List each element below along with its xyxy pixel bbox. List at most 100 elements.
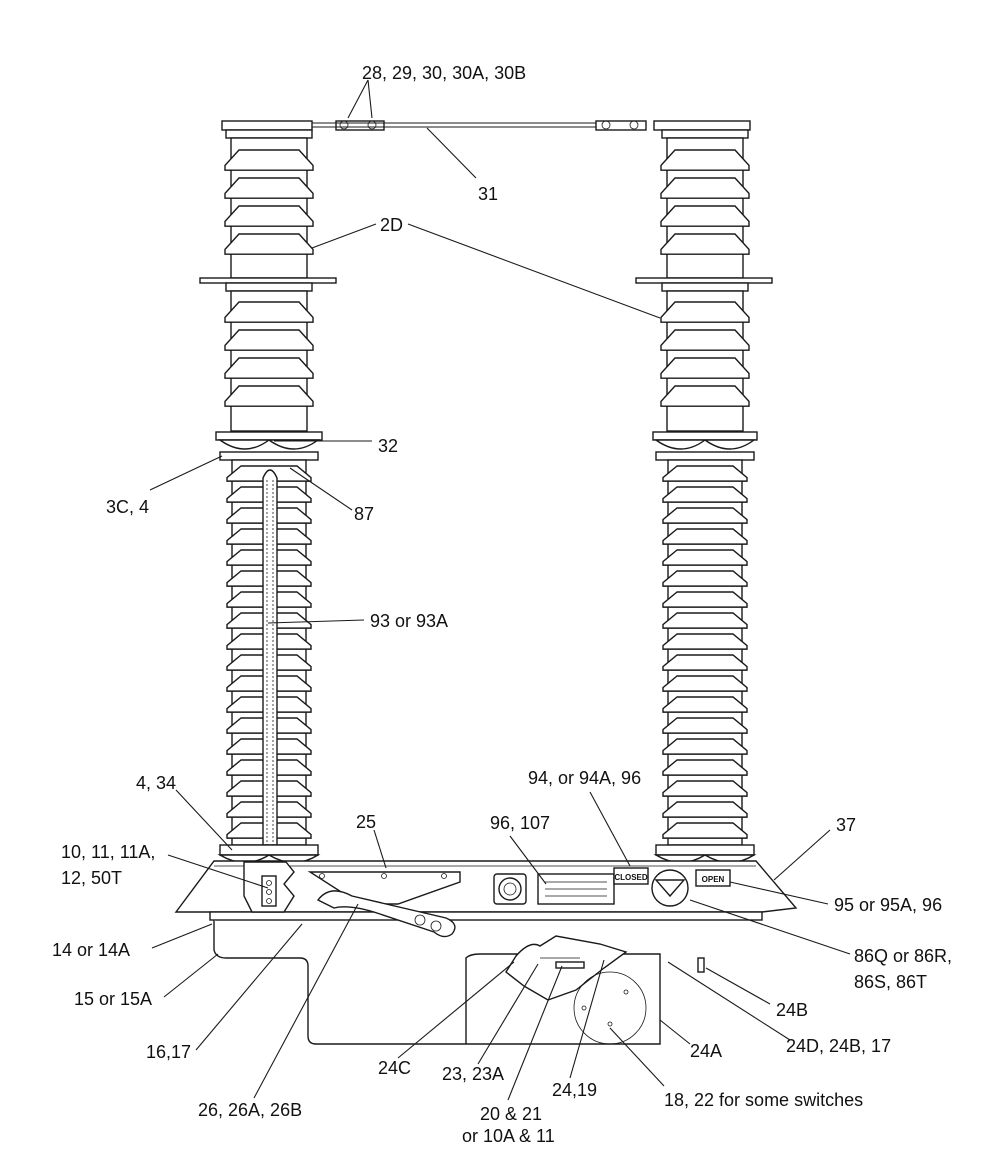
callout-16-17: 16,17 <box>146 1042 191 1062</box>
leader-28-b <box>367 79 373 119</box>
drive-linkage <box>307 871 461 938</box>
leader-24d <box>667 961 791 1041</box>
insulator-shed <box>662 570 748 587</box>
callout-86-line1: 86Q or 86R, <box>854 946 952 966</box>
insulator-shed <box>224 177 314 199</box>
insulator-shed <box>660 301 750 323</box>
callout-32: 32 <box>378 436 398 456</box>
insulator-shed <box>662 822 748 839</box>
insulator-shed <box>660 233 750 255</box>
operator-housing <box>505 935 705 1045</box>
leader-31 <box>426 127 477 179</box>
leader-14 <box>151 923 213 949</box>
insulator-shed <box>660 205 750 227</box>
leader-24a <box>659 1019 691 1045</box>
callout-96-107: 96, 107 <box>490 813 550 833</box>
leader-2d-b <box>407 223 661 319</box>
leader-2d-a <box>311 223 377 249</box>
insulator-shed <box>662 528 748 545</box>
leader-25 <box>373 829 387 869</box>
leader-18 <box>609 1027 665 1087</box>
leader-15 <box>163 953 219 998</box>
callout-86-line2: 86S, 86T <box>854 972 927 992</box>
callout-24b: 24B <box>776 1000 808 1020</box>
insulator-shed <box>224 205 314 227</box>
callout-10-line1: 10, 11, 11A, <box>61 842 155 862</box>
callout-26: 26, 26A, 26B <box>198 1100 302 1120</box>
callout-labels: 28, 29, 30, 30A, 30B 31 2D 32 3C, 4 87 9… <box>52 63 952 1146</box>
leader-95 <box>729 881 829 905</box>
callout-37: 37 <box>836 815 856 835</box>
leader-26 <box>253 903 359 1099</box>
callout-95: 95 or 95A, 96 <box>834 895 942 915</box>
insulator-shed <box>662 654 748 671</box>
leader-3c <box>149 455 223 491</box>
right-insulator-upper <box>635 129 773 461</box>
leader-93 <box>267 619 365 624</box>
insulator-shed <box>662 717 748 734</box>
leader-24-19 <box>569 959 605 1079</box>
callout-25: 25 <box>356 812 376 832</box>
insulator-shed <box>662 780 748 797</box>
leader-20 <box>507 965 563 1101</box>
left-insulator-upper <box>199 129 337 461</box>
closed-indicator: CLOSED <box>613 867 649 885</box>
callout-24-19: 24,19 <box>552 1080 597 1100</box>
callout-18: 18, 22 for some switches <box>664 1090 863 1110</box>
insulator-shed <box>224 357 314 379</box>
callout-20-line1: 20 & 21 <box>480 1104 542 1124</box>
callout-24c: 24C <box>378 1058 411 1078</box>
leader-16 <box>195 923 303 1051</box>
receptacle-connector <box>493 873 527 905</box>
callout-10-line2: 12, 50T <box>61 868 122 888</box>
leader-94 <box>589 791 631 867</box>
insulator-shed <box>660 177 750 199</box>
insulator-shed <box>660 385 750 407</box>
insulator-shed <box>660 149 750 171</box>
leader-86 <box>689 899 851 955</box>
insulator-shed <box>662 801 748 818</box>
leader-4-34 <box>175 789 233 851</box>
leader-87 <box>289 467 353 511</box>
insulator-shed <box>662 612 748 629</box>
callout-28: 28, 29, 30, 30A, 30B <box>362 63 526 83</box>
leader-24c <box>397 961 515 1059</box>
insulator-shed <box>660 357 750 379</box>
insulator-shed <box>224 329 314 351</box>
insulator-shed <box>662 507 748 524</box>
callout-23: 23, 23A <box>442 1064 504 1084</box>
callout-94: 94, or 94A, 96 <box>528 768 641 788</box>
callout-2d: 2D <box>380 215 403 235</box>
callout-3c: 3C, 4 <box>106 497 149 517</box>
position-indicator-dial <box>651 869 689 907</box>
leader-37 <box>773 829 831 881</box>
insulator-shed <box>662 549 748 566</box>
leader-96-107 <box>509 835 547 885</box>
leader-23 <box>477 963 539 1065</box>
insulator-shed <box>662 738 748 755</box>
closed-indicator-text: CLOSED <box>614 873 648 882</box>
insulator-shed <box>224 233 314 255</box>
nameplate <box>537 873 615 905</box>
insulator-shed <box>662 465 748 482</box>
left-insulator-lower <box>217 459 321 864</box>
callout-20-line2: or 10A & 11 <box>462 1126 555 1146</box>
insulator-shed <box>662 591 748 608</box>
right-insulator-lower <box>653 459 757 864</box>
callout-4-34: 4, 34 <box>136 773 176 793</box>
leader-lines <box>149 79 851 1101</box>
leader-10 <box>167 854 269 889</box>
callout-24a: 24A <box>690 1041 722 1061</box>
callout-87: 87 <box>354 504 374 524</box>
leader-28-a <box>347 79 369 119</box>
open-indicator-text: OPEN <box>702 875 725 884</box>
insulator-shed <box>224 149 314 171</box>
insulator-shed <box>662 633 748 650</box>
callout-93: 93 or 93A <box>370 611 448 631</box>
insulator-shed <box>224 385 314 407</box>
open-indicator: OPEN <box>695 869 731 887</box>
insulator-shed <box>224 301 314 323</box>
insulator-shed <box>660 329 750 351</box>
